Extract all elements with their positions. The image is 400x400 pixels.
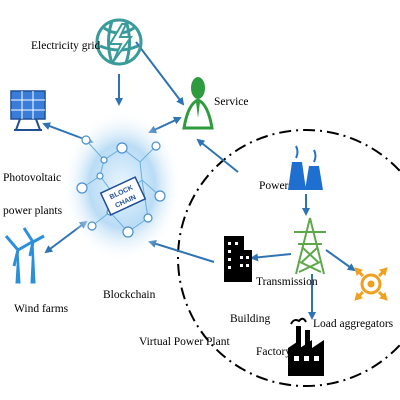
arrow-transmission-to-aggregators xyxy=(325,249,356,272)
lightning-globe-icon xyxy=(95,18,143,66)
arrow-vpp-to-service xyxy=(196,138,239,173)
label-building: Building xyxy=(230,313,271,325)
wind-turbine-icon xyxy=(4,227,45,284)
label-virtual-power-plant: Virtual Power Plant xyxy=(139,336,230,348)
label-power: Power xyxy=(259,180,289,192)
solar-panel-icon xyxy=(10,90,46,131)
blockchain-network-icon: BLOCK CHAIN xyxy=(62,110,182,262)
arrow-grid-to-service xyxy=(135,41,185,106)
factory-icon xyxy=(288,317,324,376)
power-plant-icon xyxy=(288,145,323,190)
label-power-plants: power plants xyxy=(3,205,63,217)
label-photovoltaic: Photovoltaic xyxy=(3,172,62,184)
label-service: Service xyxy=(214,96,249,108)
label-load-aggregators: Load aggregators xyxy=(313,318,394,330)
building-icon xyxy=(224,236,252,282)
label-factory: Factory xyxy=(256,346,292,358)
virtual-power-plant-boundary xyxy=(177,129,400,387)
service-person-icon xyxy=(182,77,214,130)
label-electricity-grid: Electricity grid xyxy=(31,40,101,52)
transmission-tower-icon xyxy=(294,217,326,275)
label-blockchain: Blockchain xyxy=(103,289,156,301)
label-transmission: Transmission xyxy=(256,276,318,288)
load-aggregator-icon xyxy=(354,267,388,301)
label-wind-farms: Wind farms xyxy=(14,303,69,315)
arrow-transmission-to-building xyxy=(250,253,292,262)
arrow-vpp-to-blockchain xyxy=(148,239,215,263)
arrows xyxy=(42,41,356,320)
